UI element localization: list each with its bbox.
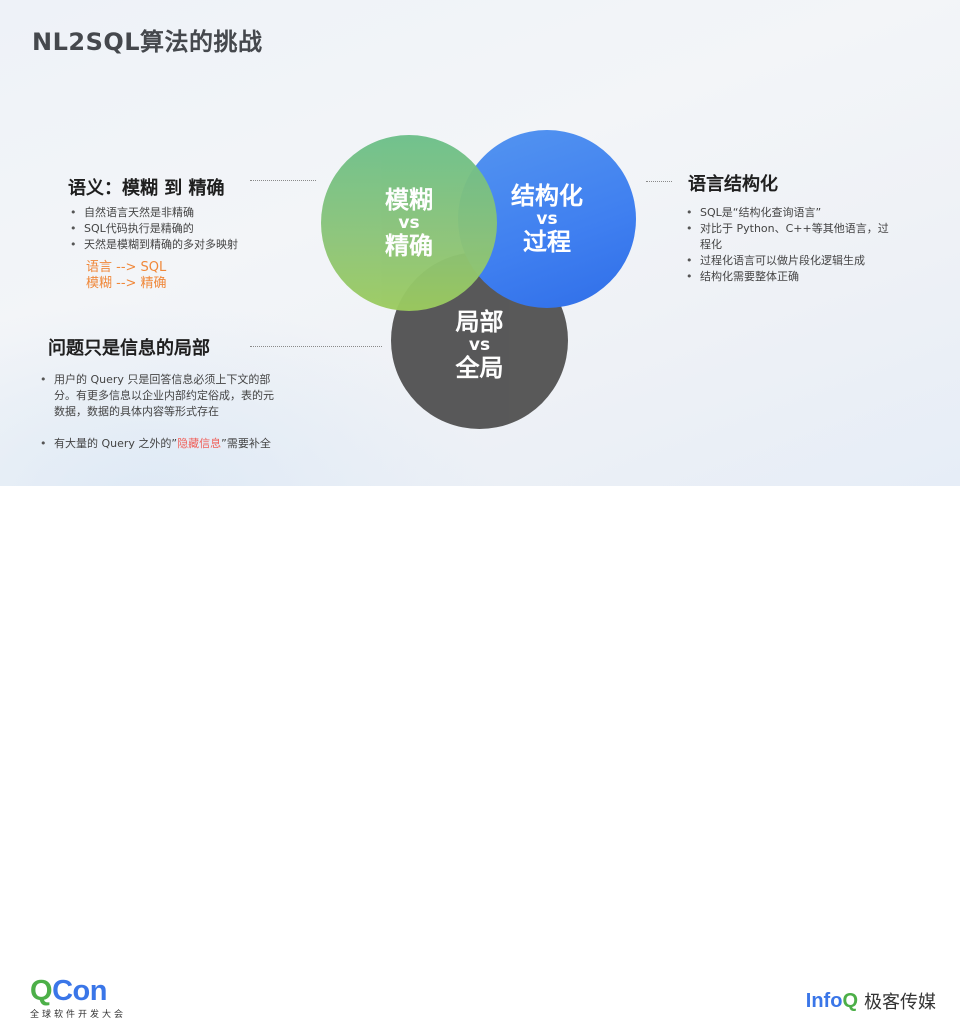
infoq-logo-q: Q <box>842 989 858 1012</box>
infoq-logo: InfoQ 极客传媒 <box>806 988 936 1014</box>
partial-heading: 问题只是信息的局部 <box>48 338 210 359</box>
bullet-item: 对比于 Python、C++等其他语言，过程化 <box>686 221 895 253</box>
bullet-text-pre: 有大量的 Query 之外的” <box>54 437 178 450</box>
circle-top-label: 模糊 <box>385 186 433 214</box>
semantic-bullets: 自然语言天然是非精确 SQL代码执行是精确的 天然是模糊到精确的多对多映射 <box>70 205 238 253</box>
structure-bullets: SQL是“结构化查询语言” 对比于 Python、C++等其他语言，过程化 过程… <box>686 205 916 285</box>
bullet-item: 结构化需要整体正确 <box>686 269 916 285</box>
structure-connector-line <box>646 181 672 182</box>
bullet-text-post: ”需要补全 <box>221 437 271 450</box>
qcon-logo-con: Con <box>52 975 107 1007</box>
mapping-language-sql: 语言 --> SQL <box>86 260 167 275</box>
circle-top-label: 局部 <box>455 307 504 336</box>
circle-vs-label: vs <box>398 213 420 233</box>
qcon-subtitle: 全球软件开发大会 <box>30 1010 127 1020</box>
bullet-item: SQL是“结构化查询语言” <box>686 205 916 221</box>
circle-vs-label: vs <box>536 209 558 229</box>
venn-circle-fuzzy-vs-precise: 模糊 vs 精确 <box>321 135 497 311</box>
slide-title: NL2SQL算法的挑战 <box>32 28 263 56</box>
circle-bottom-label: 过程 <box>523 228 571 256</box>
partial-bullets: 用户的 Query 只是回答信息必须上下文的部分。有更多信息以企业内部约定俗成，… <box>40 372 278 452</box>
circle-bottom-label: 精确 <box>385 232 433 260</box>
bullet-item: SQL代码执行是精确的 <box>70 221 238 237</box>
slide-background: NL2SQL算法的挑战 语义：模糊 到 精确 自然语言天然是非精确 SQL代码执… <box>0 0 960 486</box>
semantic-heading: 语义：模糊 到 精确 <box>68 178 225 199</box>
footer-bar: QCon 全球软件开发大会 InfoQ 极客传媒 <box>0 486 960 1020</box>
bullet-item: 过程化语言可以做片段化逻辑生成 <box>686 253 916 269</box>
structure-heading: 语言结构化 <box>688 174 778 195</box>
partial-connector-line <box>250 346 382 347</box>
circle-bottom-label: 全局 <box>455 353 504 382</box>
bullet-item: 自然语言天然是非精确 <box>70 205 238 221</box>
mapping-fuzzy-precise: 模糊 --> 精确 <box>86 276 167 291</box>
qcon-logo-q: Q <box>30 975 53 1007</box>
bullet-item: 天然是模糊到精确的多对多映射 <box>70 237 238 253</box>
bullet-item: 用户的 Query 只是回答信息必须上下文的部分。有更多信息以企业内部约定俗成，… <box>40 372 278 420</box>
semantic-connector-line <box>250 180 316 181</box>
circle-vs-label: vs <box>468 334 491 355</box>
hidden-info-highlight: 隐藏信息 <box>177 437 222 450</box>
bullet-item-hidden-info: 有大量的 Query 之外的”隐藏信息”需要补全 <box>40 436 278 452</box>
infoq-logo-cn: 极客传媒 <box>864 992 936 1013</box>
infoq-logo-info: Info <box>805 989 843 1012</box>
circle-top-label: 结构化 <box>511 182 583 210</box>
qcon-logo: QCon 全球软件开发大会 <box>30 976 126 1020</box>
